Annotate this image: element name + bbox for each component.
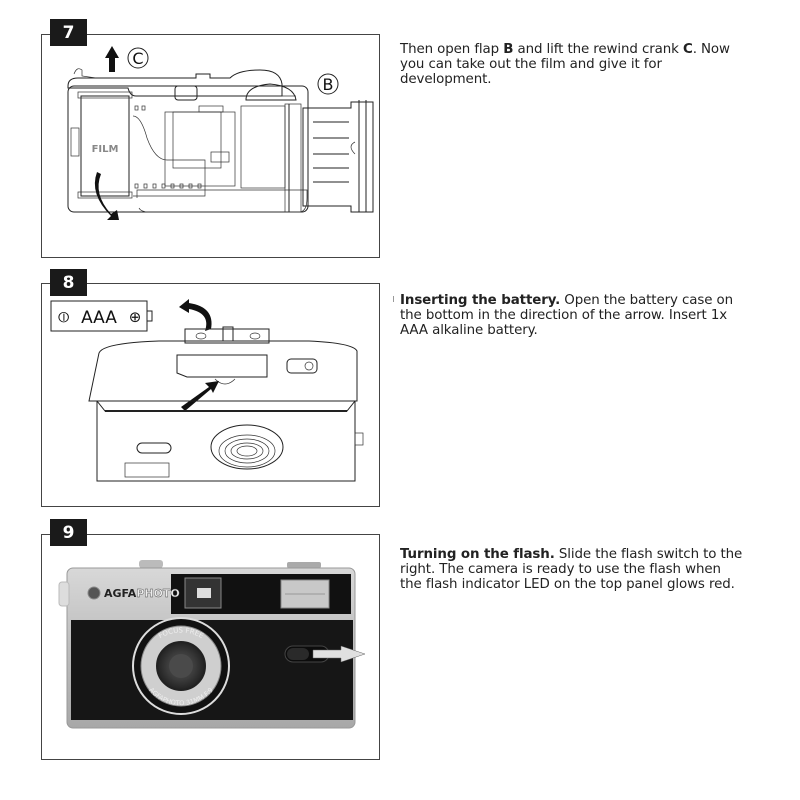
film-label: FILM (92, 144, 119, 155)
step-8-badge: 8 (50, 269, 87, 296)
battery-icon: ⦶ AAA ⊕ (50, 300, 153, 332)
camera-front-flash-illustration: AGFAPHOTO FOCUS FREE AGFAPHOTO 31MM F:9 (58, 560, 366, 729)
step-9-badge: 9 (50, 519, 87, 546)
camera-back-open-illustration: C B FILM (67, 46, 374, 220)
arrow-up-icon (105, 46, 119, 72)
camera-bottom-battery-illustration: ⦶ AAA ⊕ (50, 299, 364, 482)
step-8-description: Inserting the battery. Open the battery … (400, 293, 733, 338)
label-c-circle (127, 47, 149, 69)
step-7-illustration-frame (41, 34, 380, 258)
bullet-marker (393, 296, 394, 302)
step-7-badge: 7 (50, 19, 87, 46)
label-c: C (132, 49, 143, 68)
label-b: B (323, 75, 334, 94)
crank-c-ref: C (682, 42, 693, 57)
curved-arrow-icon (179, 299, 212, 331)
pressure-plate-lines (313, 121, 349, 183)
push-arrow-icon (181, 381, 219, 411)
battery-plus-symbol: ⊕ (129, 308, 142, 326)
step-8-heading: Inserting the battery. (400, 293, 561, 308)
step-9-description: Turning on the flash. Slide the flash sw… (400, 547, 743, 592)
battery-type-label: AAA (81, 308, 117, 328)
battery-minus-symbol: ⦶ (59, 308, 70, 326)
brand-logo: AGFAPHOTO (104, 587, 180, 600)
slide-right-arrow-icon (312, 645, 366, 663)
step-7-description: Then open flap B and lift the rewind cra… (400, 42, 730, 87)
label-b-circle (317, 73, 339, 95)
step-9-heading: Turning on the flash. (400, 547, 555, 562)
film-perforations (134, 105, 202, 189)
flap-b-ref: B (503, 42, 514, 57)
